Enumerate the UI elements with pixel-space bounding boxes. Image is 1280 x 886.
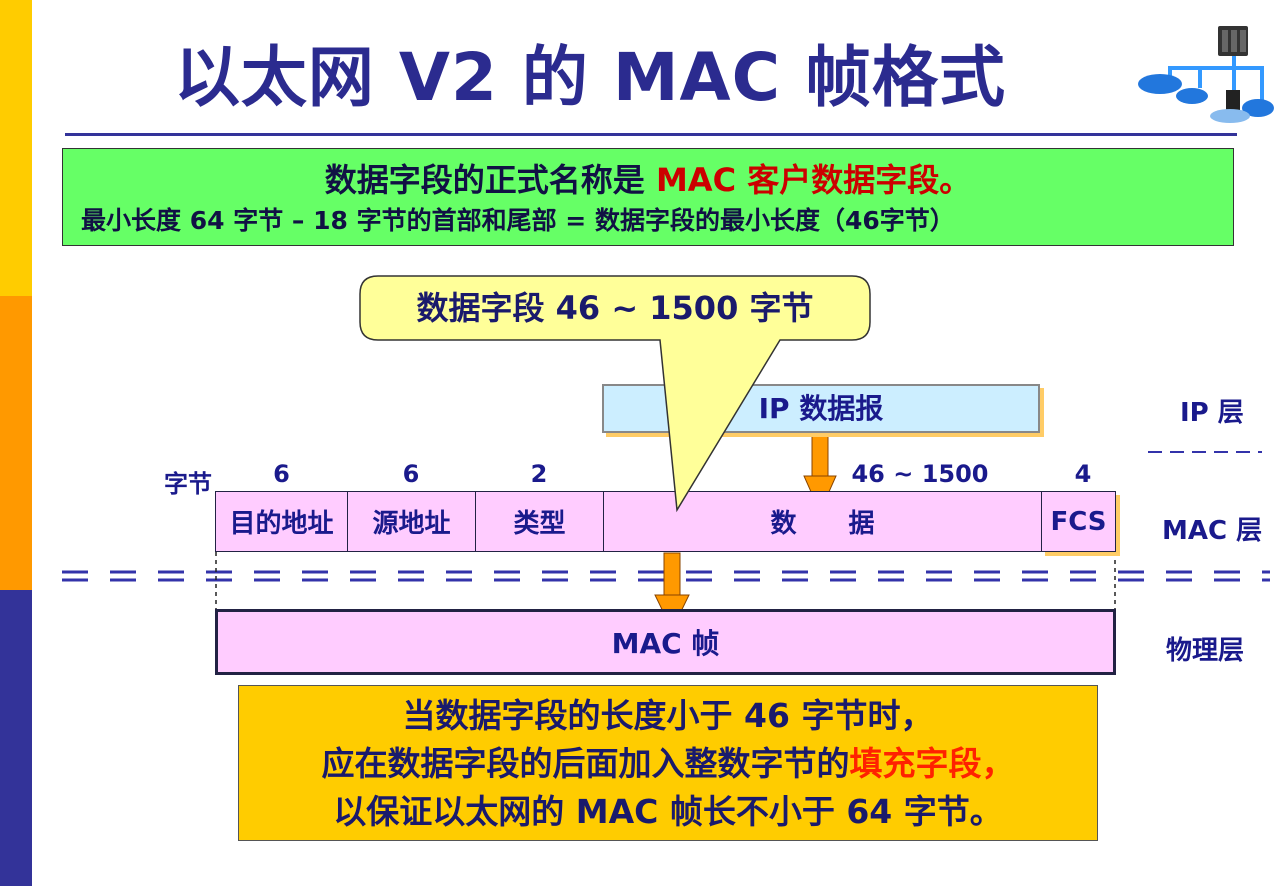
note-line-1: 当数据字段的长度小于 46 字节时， (402, 696, 934, 735)
network-topology-icon (1138, 26, 1274, 123)
info-box: 数据字段的正式名称是 MAC 客户数据字段。 最小长度 64 字节 – 18 字… (62, 148, 1234, 246)
bytes-src-addr: 6 (402, 460, 420, 488)
layer-label-ip: IP 层 (1180, 398, 1244, 428)
bytes-data: 46 ~ 1500 (851, 460, 989, 488)
field-type: 类型 (475, 491, 604, 552)
padding-note-box: 当数据字段的长度小于 46 字节时， 应在数据字段的后面加入整数字节的填充字段，… (238, 685, 1098, 841)
info-line-1-prefix: 数据字段的正式名称是 (324, 161, 656, 199)
callout-text: 数据字段 46 ~ 1500 字节 (416, 289, 814, 327)
bytes-type: 2 (530, 460, 548, 488)
bytes-row-label: 字节 (164, 470, 212, 498)
layer-label-physical: 物理层 (1166, 636, 1245, 666)
slide-title: 以太网 V2 的 MAC 帧格式 (173, 39, 1007, 116)
note-line-3: 以保证以太网的 MAC 帧长不小于 64 字节。 (333, 792, 1003, 831)
title-underline (65, 133, 1237, 136)
callout-shape (359, 275, 871, 513)
field-dest-address: 目的地址 (215, 491, 348, 552)
layer-label-mac: MAC 层 (1162, 516, 1263, 546)
sidebar-stripe-orange (0, 296, 32, 590)
sidebar-stripe-blue (0, 590, 32, 886)
sidebar-stripe-yellow (0, 0, 32, 296)
note-line-2: 应在数据字段的后面加入整数字节的填充字段， (239, 740, 1097, 788)
bytes-fcs: 4 (1074, 460, 1092, 488)
physical-mac-frame: MAC 帧 (215, 609, 1116, 675)
bytes-dest-addr: 6 (273, 460, 290, 488)
info-line-1-highlight: MAC 客户数据字段。 (655, 161, 972, 199)
note-line-2-prefix: 应在数据字段的后面加入整数字节的 (321, 744, 850, 783)
info-line-1: 数据字段的正式名称是 MAC 客户数据字段。 (63, 163, 1233, 197)
info-line-2: 最小长度 64 字节 – 18 字节的首部和尾部 = 数据字段的最小长度（46字… (81, 206, 955, 235)
field-fcs: FCS (1041, 491, 1116, 552)
note-line-2-highlight: 填充字段， (849, 744, 1015, 783)
